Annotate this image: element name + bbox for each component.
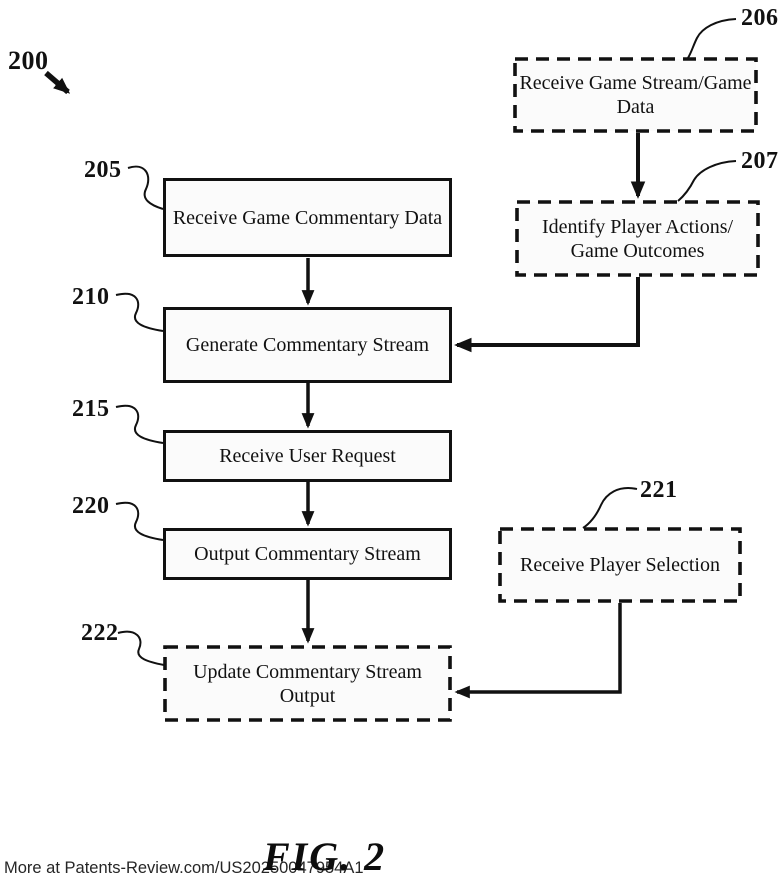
leader-210	[115, 292, 164, 332]
diagram-ref-label-200: 200	[8, 46, 49, 75]
node-222-label-line2: Output	[279, 684, 336, 707]
node-221: Receive Player Selection	[499, 528, 741, 602]
ref-label-221: 221	[640, 477, 678, 503]
node-206-label-line2: Data	[616, 96, 655, 118]
ref-label-222: 222	[81, 620, 119, 646]
leader-206	[687, 18, 737, 59]
node-215: Receive User Request	[164, 431, 451, 481]
node-207-box	[515, 200, 760, 277]
leader-220	[115, 501, 164, 541]
ref-label-210: 210	[72, 284, 110, 310]
edge-207-210	[454, 277, 640, 353]
ref-label-220: 220	[72, 493, 110, 519]
node-220: Output Commentary Stream	[164, 529, 451, 579]
node-221-box	[498, 527, 742, 603]
node-220-label: Output Commentary Stream	[194, 543, 421, 565]
leader-222	[117, 630, 165, 666]
node-205-label: Receive Game Commentary Data	[172, 206, 443, 229]
node-207: Identify Player Actions/ Game Outcomes	[516, 201, 759, 276]
node-210-label: Generate Commentary Stream	[185, 334, 430, 356]
leader-207	[677, 160, 737, 202]
watermark-text: More at Patents-Review.com/US20250047954…	[4, 859, 364, 877]
leader-215	[115, 404, 164, 444]
node-222: Update Commentary Stream Output	[164, 646, 451, 721]
edge-221-222	[454, 603, 622, 699]
node-215-box	[163, 430, 452, 482]
node-207-label-line2: Game Outcomes	[570, 239, 705, 262]
node-207-label-line1: Identify Player Actions/	[541, 215, 734, 238]
node-206-label-line1: Receive Game Stream/Game	[519, 72, 752, 94]
node-221-label: Receive Player Selection	[520, 554, 720, 576]
leader-221	[582, 487, 638, 529]
ref-label-206: 206	[741, 5, 779, 31]
diagram-ref-pointer-arrow	[44, 70, 71, 95]
node-220-box	[163, 528, 452, 580]
leader-205	[127, 165, 164, 210]
ref-label-215: 215	[72, 396, 110, 422]
node-206: Receive Game Stream/Game Data	[514, 58, 757, 132]
node-205-box	[163, 178, 452, 257]
node-215-label: Receive User Request	[219, 445, 396, 467]
node-222-box	[163, 645, 452, 722]
node-210: Generate Commentary Stream	[164, 308, 451, 382]
figure-caption: FIG. 2	[263, 834, 387, 879]
node-206-box	[513, 57, 758, 133]
ref-label-205: 205	[84, 157, 122, 183]
node-205: Receive Game Commentary Data	[164, 179, 451, 256]
ref-label-207: 207	[741, 148, 779, 174]
node-210-box	[163, 307, 452, 383]
node-222-label-line1: Update Commentary Stream	[193, 660, 422, 683]
